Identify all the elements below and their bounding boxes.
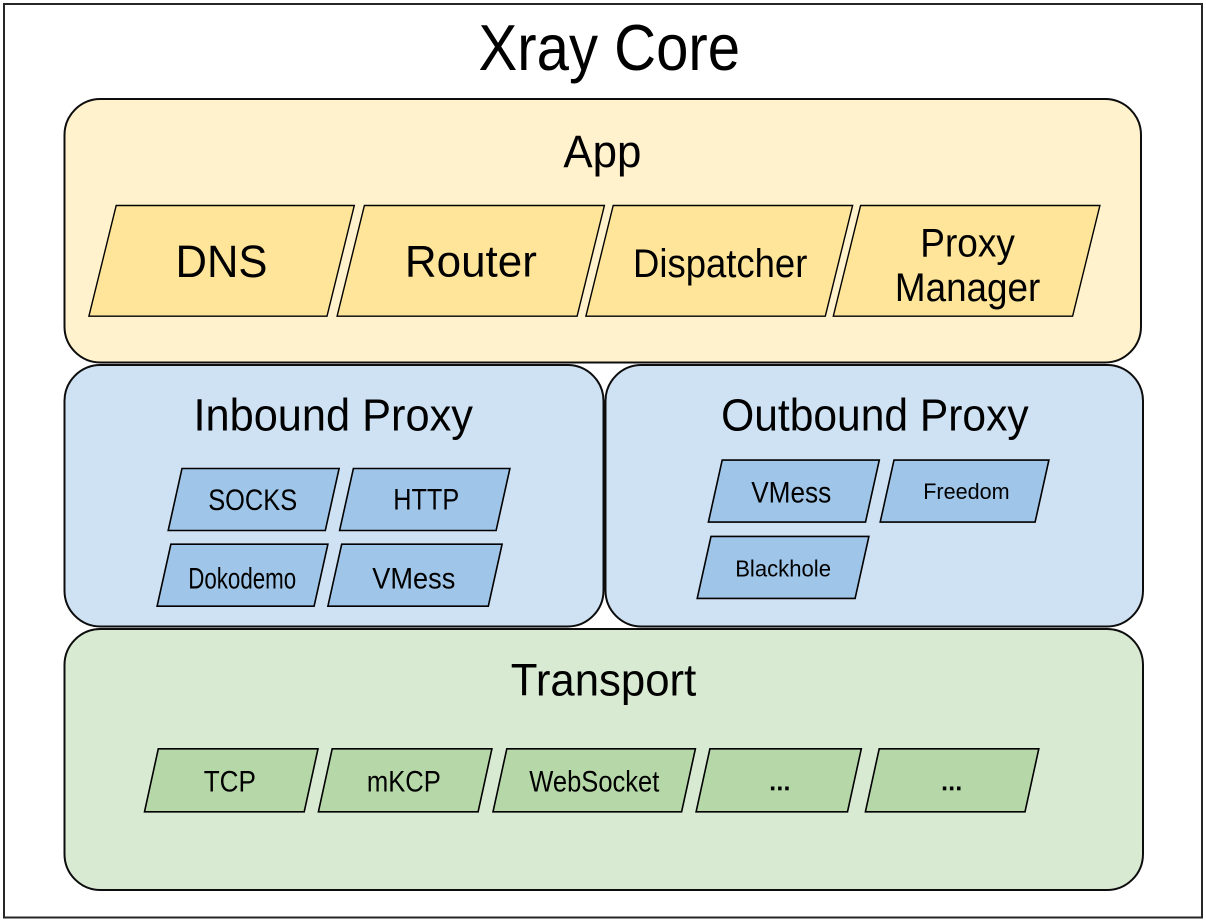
svg-text:Transport: Transport (511, 654, 697, 705)
svg-text:Inbound Proxy: Inbound Proxy (193, 389, 473, 440)
svg-text:WebSocket: WebSocket (529, 766, 660, 799)
svg-text:DNS: DNS (176, 236, 268, 287)
svg-text:App: App (563, 126, 641, 177)
svg-text:VMess: VMess (751, 477, 831, 510)
svg-text:SOCKS: SOCKS (208, 484, 297, 517)
svg-text:TCP: TCP (204, 766, 256, 799)
svg-text:Outbound Proxy: Outbound Proxy (721, 390, 1029, 441)
svg-text:Freedom: Freedom (923, 479, 1009, 504)
svg-text:HTTP: HTTP (393, 484, 459, 517)
svg-text:Blackhole: Blackhole (735, 556, 831, 582)
svg-text:mKCP: mKCP (367, 766, 441, 799)
svg-text:Router: Router (405, 238, 537, 287)
svg-text:Manager: Manager (895, 266, 1040, 310)
svg-text:Xray Core: Xray Core (479, 12, 741, 84)
svg-text:Proxy: Proxy (920, 221, 1015, 265)
svg-text:Dispatcher: Dispatcher (633, 242, 807, 286)
svg-text:VMess: VMess (372, 563, 455, 596)
svg-text:Dokodemo: Dokodemo (188, 563, 296, 596)
